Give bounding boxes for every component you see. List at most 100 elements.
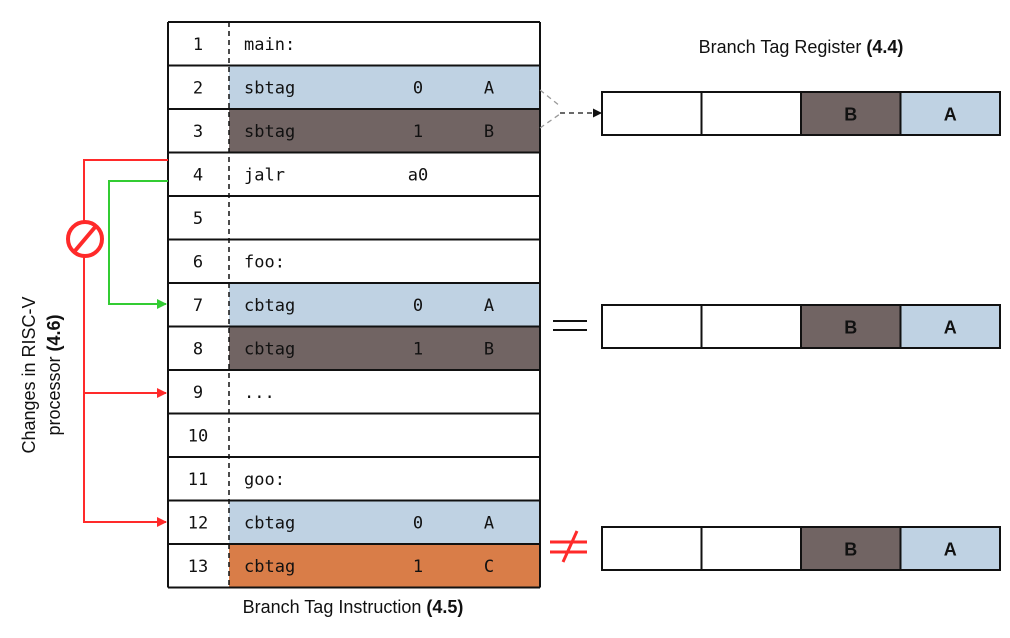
register-cell	[601, 526, 703, 571]
table-row: 6 foo:	[168, 239, 540, 283]
row-number-cell	[168, 196, 229, 240]
row-opcode: ...	[244, 383, 275, 403]
row-number: 4	[193, 165, 203, 185]
register-cell	[700, 91, 802, 136]
row-code-cell	[229, 22, 540, 66]
register-cell	[601, 91, 703, 136]
row-code-cell	[229, 544, 540, 588]
row-opcode: cbtag	[244, 296, 295, 316]
register-cell	[601, 304, 703, 349]
register-cell-label: A	[944, 105, 957, 125]
green-branch-arrow	[108, 180, 168, 309]
register-cell	[700, 304, 802, 349]
side-label-line2: processor (4.6)	[44, 314, 64, 435]
register-cell	[800, 304, 902, 349]
table-row: 3 sbtag 1 B	[168, 109, 540, 153]
table-row: 2 sbtag 0 A	[168, 65, 540, 109]
table-row: 4 jalr a0	[168, 152, 540, 196]
table-row: 5	[168, 196, 540, 240]
register-cell	[899, 526, 1001, 571]
row-code-cell	[229, 196, 540, 240]
table-row: 1 main:	[168, 22, 540, 66]
row-opcode: cbtag	[244, 513, 295, 533]
side-label-line1: Changes in RISC-V	[19, 296, 39, 453]
row-code-cell	[229, 109, 540, 153]
row-code-cell	[229, 370, 540, 414]
table-row: 9...	[168, 370, 540, 414]
row-number-cell	[168, 370, 229, 414]
row-number-cell	[168, 65, 229, 109]
register-cell-label: A	[944, 540, 957, 560]
register-cell-label: B	[844, 105, 857, 125]
row-number-cell	[168, 283, 229, 327]
row-opcode: main:	[244, 35, 295, 55]
row-argument: 0	[413, 78, 423, 98]
row-code-cell	[229, 413, 540, 457]
row-argument: 1	[413, 122, 423, 142]
side-label: Changes in RISC-V processor (4.6)	[19, 296, 64, 453]
row-number: 9	[193, 383, 203, 403]
row-code-cell	[229, 152, 540, 196]
table-caption: Branch Tag Instruction (4.5)	[243, 597, 464, 617]
register-cell	[700, 526, 802, 571]
row-number-cell	[168, 457, 229, 501]
row-number: 1	[193, 35, 203, 55]
red-branch-arrows	[83, 159, 168, 527]
row-number-cell	[168, 326, 229, 370]
row-tag: C	[484, 557, 494, 577]
register-cell	[899, 91, 1001, 136]
row-code-cell	[229, 326, 540, 370]
row-code-cell	[229, 65, 540, 109]
row-code-cell	[229, 239, 540, 283]
not-equal-sign	[550, 530, 587, 563]
register-title: Branch Tag Register (4.4)	[699, 37, 904, 57]
row-tag: A	[484, 296, 494, 316]
row-number: 3	[193, 122, 203, 142]
register-cell	[800, 526, 902, 571]
row-number-cell	[168, 413, 229, 457]
row-opcode: goo:	[244, 470, 285, 490]
register-connector	[539, 89, 602, 129]
row-argument: 1	[413, 339, 423, 359]
row-number: 5	[193, 209, 203, 229]
row-number: 12	[188, 513, 208, 533]
row-number: 10	[188, 426, 208, 446]
prohibited-icon	[66, 220, 104, 258]
row-number: 13	[188, 557, 208, 577]
row-tag: B	[484, 122, 494, 142]
register-cell-label: B	[844, 318, 857, 338]
row-code-cell	[229, 457, 540, 501]
row-code-cell	[229, 283, 540, 327]
row-opcode: foo:	[244, 252, 285, 272]
row-tag: B	[484, 339, 494, 359]
row-number-cell	[168, 152, 229, 196]
row-tag: A	[484, 78, 494, 98]
row-number: 2	[193, 78, 203, 98]
register-cell	[899, 304, 1001, 349]
row-argument: a0	[408, 165, 428, 185]
row-tag: A	[484, 513, 494, 533]
row-argument: 0	[413, 513, 423, 533]
row-number-cell	[168, 239, 229, 283]
table-row: 10	[168, 413, 540, 457]
row-number-cell	[168, 500, 229, 544]
row-opcode: sbtag	[244, 122, 295, 142]
row-opcode: jalr	[244, 165, 285, 185]
row-argument: 0	[413, 296, 423, 316]
row-number-cell	[168, 22, 229, 66]
equal-sign	[553, 320, 587, 331]
table-row: 12 cbtag 0 A	[168, 500, 540, 544]
row-opcode: sbtag	[244, 78, 295, 98]
row-number-cell	[168, 109, 229, 153]
row-number: 6	[193, 252, 203, 272]
row-number-cell	[168, 544, 229, 588]
row-opcode: cbtag	[244, 339, 295, 359]
